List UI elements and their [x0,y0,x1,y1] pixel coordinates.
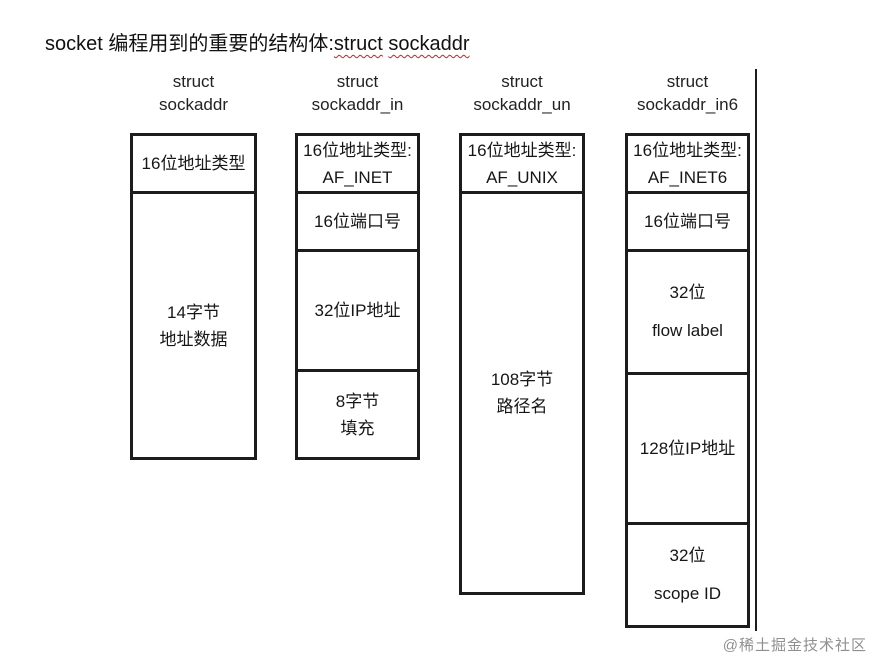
struct-sockaddr-column: struct sockaddr 16位地址类型 14字节 地址数据 [130,70,257,460]
field-cell-address-type-afinet6: 16位地址类型: AF_INET6 [633,140,742,187]
field-cell-scope-id: 32位 scope ID [628,522,747,625]
field-cell-ipv6-address: 128位IP地址 [628,372,747,522]
field-cell-padding: 8字节 填充 [298,369,417,457]
title-text: socket 编程用到的重要的结构体: [45,33,334,55]
field-cell-port: 16位端口号 [298,191,417,249]
struct-sockaddr-un-column: struct sockaddr_un 16位地址类型: AF_UNIX 108字… [459,70,585,595]
field-cell-address-type-afunix: 16位地址类型: AF_UNIX [467,140,577,187]
column-header-sockaddr: struct sockaddr [159,72,228,114]
watermark-text: @稀土掘金技术社区 [722,637,867,654]
struct-sockaddr-in6-column: struct sockaddr_in6 16位地址类型: AF_INET6 16… [625,70,750,628]
field-cell-address-type: 16位地址类型 [141,154,246,173]
field-cell-pathname: 108字节 路径名 [462,191,582,592]
column-header-sockaddr-in: struct sockaddr_in [311,72,404,114]
struct-sockaddr-in-box: 16位地址类型: AF_INET 16位端口号 32位IP地址 8字节 填充 [295,133,420,460]
field-cell-port6: 16位端口号 [628,191,747,249]
page-title: socket 编程用到的重要的结构体:struct sockaddr [45,27,470,56]
field-cell-ip-address: 32位IP地址 [298,249,417,369]
title-sockaddr-word: sockaddr [388,33,470,55]
struct-sockaddr-in6-box: 16位地址类型: AF_INET6 16位端口号 32位 flow label … [625,133,750,628]
field-cell-flow-label: 32位 flow label [628,249,747,372]
column-header-sockaddr-un: struct sockaddr_un [473,72,571,114]
struct-sockaddr-in-column: struct sockaddr_in 16位地址类型: AF_INET 16位端… [295,70,420,460]
column-header-sockaddr-in6: struct sockaddr_in6 [636,72,739,114]
struct-sockaddr-un-box: 16位地址类型: AF_UNIX 108字节 路径名 [459,133,585,595]
field-cell-address-data: 14字节 地址数据 [133,191,254,457]
right-boundary-line [755,69,757,631]
struct-sockaddr-box: 16位地址类型 14字节 地址数据 [130,133,257,460]
title-struct-word: struct [333,33,383,55]
field-cell-address-type-afinet: 16位地址类型: AF_INET [303,140,412,187]
